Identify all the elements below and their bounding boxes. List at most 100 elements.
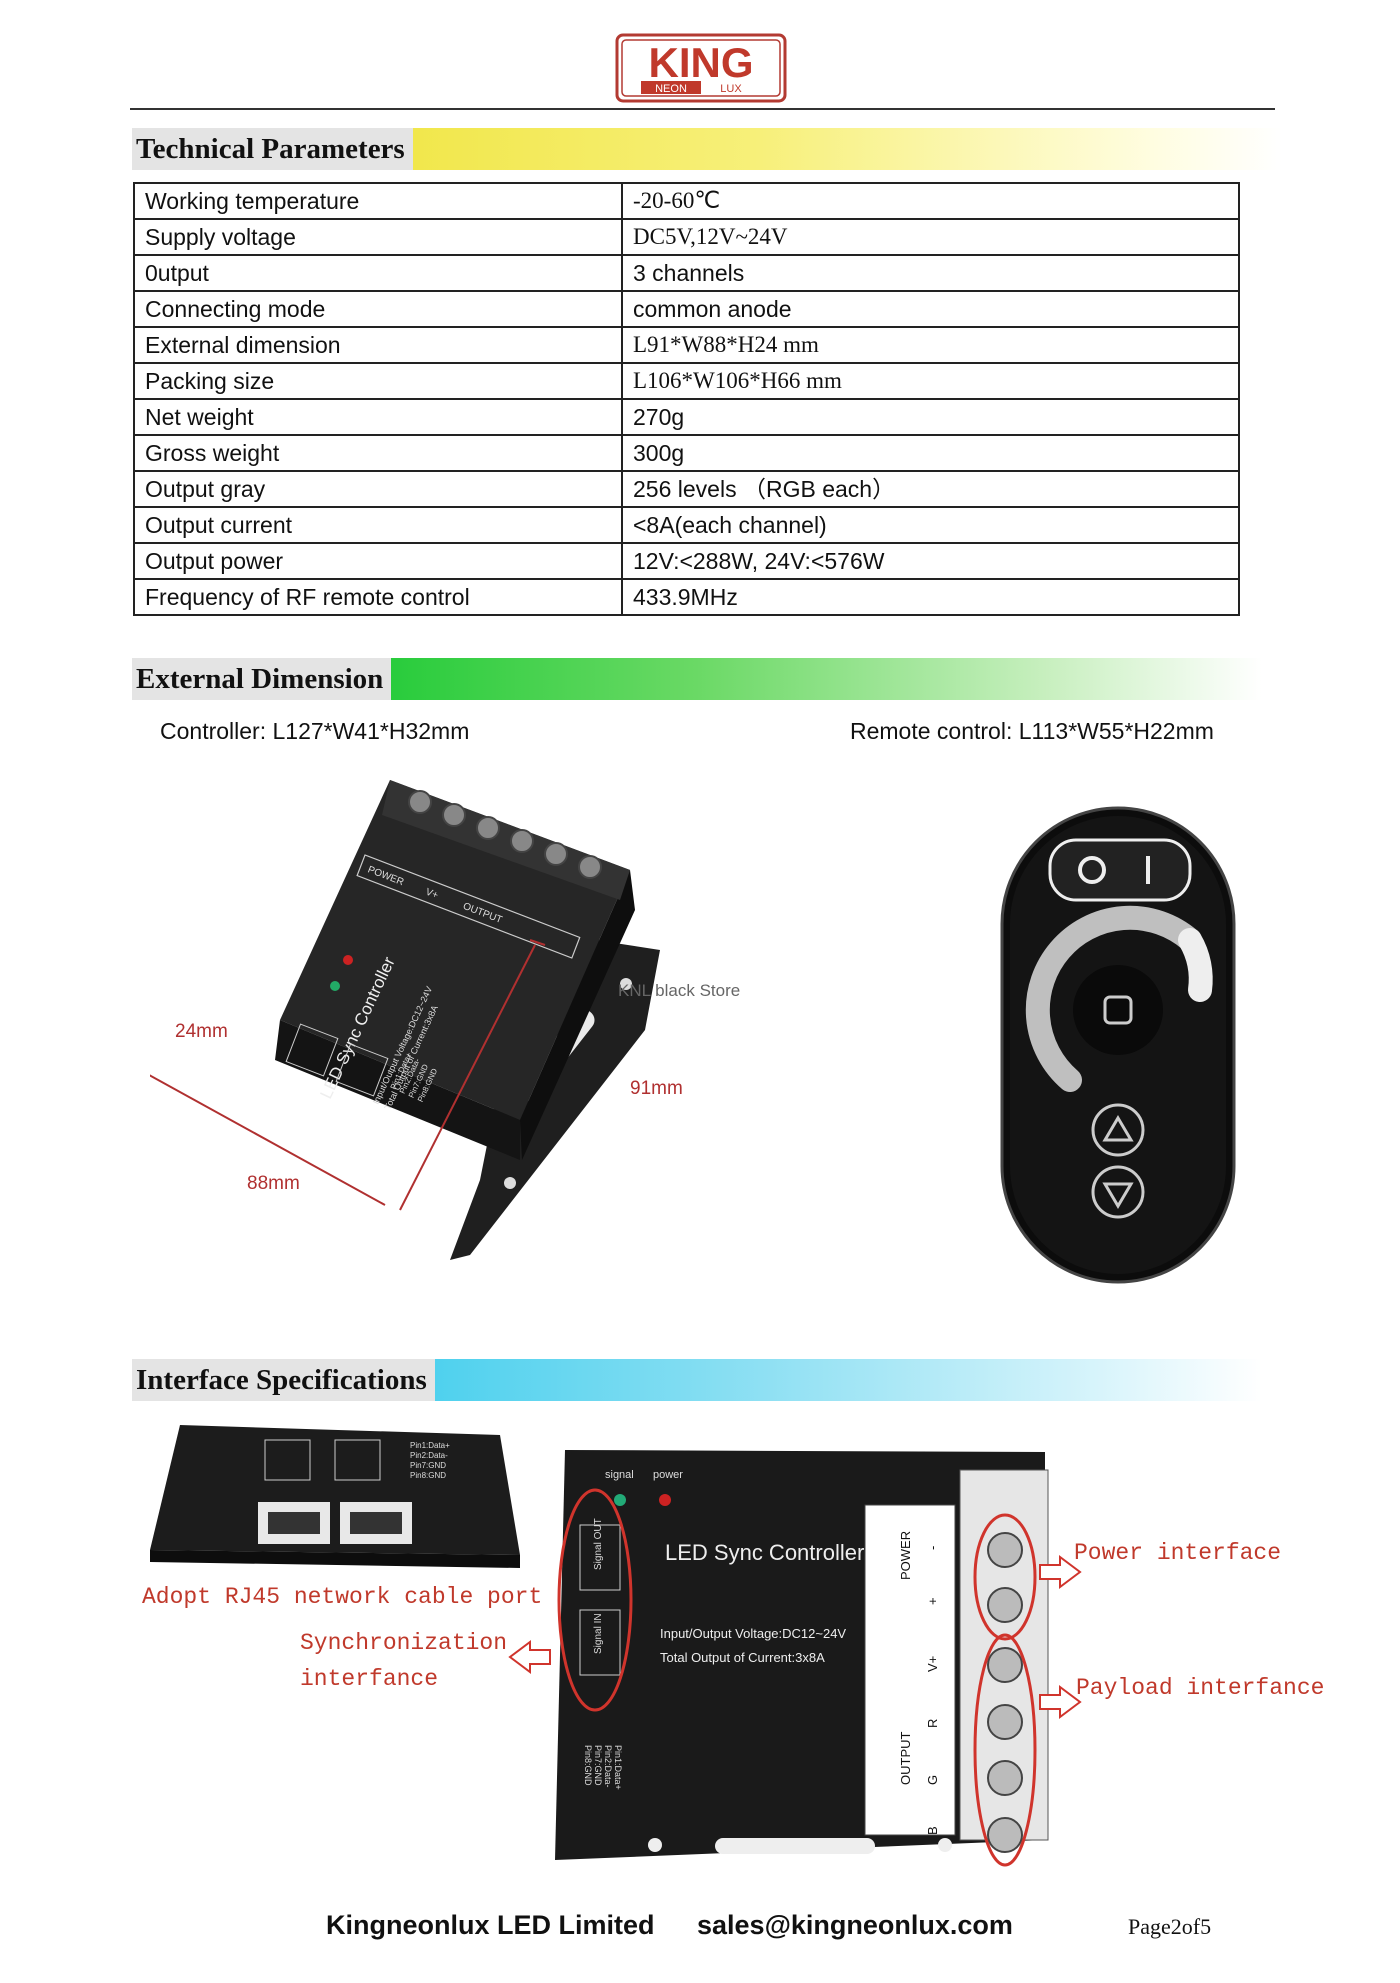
- power-led: [659, 1494, 671, 1506]
- controller-top-view-photo: POWER - + V+ R G B OUTPUT signal power L…: [508, 1450, 1082, 1867]
- section-title-interface: Interface Specifications: [132, 1359, 435, 1401]
- power-arrow-icon: [1039, 1555, 1082, 1589]
- top-output-label: OUTPUT: [898, 1732, 913, 1786]
- top-vplus-label: V+: [925, 1656, 940, 1672]
- footer-email[interactable]: sales@kingneonlux.com: [697, 1910, 1013, 1940]
- top-r-label: R: [925, 1719, 940, 1728]
- svg-text:Pin8:GND: Pin8:GND: [410, 1471, 446, 1480]
- spec-label: Working temperature: [133, 182, 623, 220]
- signal-led: [614, 1494, 626, 1506]
- power-interface-label: Power interface: [1074, 1540, 1282, 1566]
- sync-label-line1: Synchronization: [300, 1630, 508, 1656]
- triangle-up-icon: [1102, 1115, 1134, 1142]
- watermark: KNL black Store: [618, 981, 740, 1000]
- spec-value: <8A(each channel): [621, 506, 1240, 544]
- center-button-icon[interactable]: [1103, 995, 1133, 1025]
- controller-photo: POWER V+ OUTPUT LED Sync Controller Inpu…: [150, 780, 740, 1260]
- svg-text:Pin7:GND: Pin7:GND: [593, 1745, 603, 1786]
- spec-label: Connecting mode: [133, 290, 623, 328]
- up-button[interactable]: [1091, 1103, 1145, 1157]
- remote-caption: Remote control: L113*W55*H22mm: [850, 718, 1214, 744]
- spec-row: Output current<8A(each channel): [133, 506, 1240, 544]
- spec-label: 0utput: [133, 254, 623, 292]
- spec-row: Working temperature-20-60℃: [133, 182, 1240, 220]
- top-voltage: Input/Output Voltage:DC12~24V: [660, 1626, 846, 1641]
- footer-page-number: Page2of5: [1128, 1914, 1212, 1939]
- payload-arrow-icon: [1039, 1685, 1082, 1719]
- dim-length-label: 91mm: [630, 1078, 683, 1099]
- spec-label: Net weight: [133, 398, 623, 436]
- section-header-technical: Technical Parameters: [132, 126, 1282, 172]
- svg-text:Pin1:Data+: Pin1:Data+: [613, 1745, 623, 1790]
- top-g-label: G: [925, 1775, 940, 1785]
- spec-label: External dimension: [133, 326, 623, 364]
- mount-flange: [450, 930, 660, 1260]
- power-small-label: power: [653, 1469, 683, 1481]
- svg-text:Pin2:Data-: Pin2:Data-: [410, 1451, 448, 1460]
- payload-interface-label: Payload interfance: [1076, 1675, 1325, 1701]
- spec-label: Packing size: [133, 362, 623, 400]
- signal-out-label: Signal OUT: [593, 1518, 604, 1570]
- down-button[interactable]: [1091, 1165, 1145, 1219]
- top-title: LED Sync Controller: [665, 1540, 864, 1565]
- sync-arrow-icon: [508, 1640, 551, 1674]
- spec-value: 433.9MHz: [621, 578, 1240, 616]
- section-header-external: External Dimension: [132, 656, 1262, 702]
- svg-text:Pin1:Data+: Pin1:Data+: [410, 1441, 450, 1450]
- sync-interface-highlight: [557, 1488, 633, 1712]
- terminal-screws: [987, 1532, 1023, 1853]
- king-neon-lux-logo: KING NEON LUX: [615, 33, 787, 103]
- spec-label: Output current: [133, 506, 623, 544]
- spec-label: Gross weight: [133, 434, 623, 472]
- dim-line-length: [399, 944, 536, 1211]
- touch-dial-ring[interactable]: [1025, 905, 1202, 1092]
- section-title-external: External Dimension: [132, 658, 392, 700]
- payload-interface-highlight: [973, 1633, 1037, 1867]
- spec-value: 12V:<288W, 24V:<576W: [621, 542, 1240, 580]
- spec-value: 300g: [621, 434, 1240, 472]
- power-switch[interactable]: [1048, 838, 1192, 902]
- spec-label: Frequency of RF remote control: [133, 578, 623, 616]
- svg-text:Pin7:GND: Pin7:GND: [410, 1461, 446, 1470]
- signal-in-port-icon: [579, 1609, 621, 1676]
- top-plus-label: +: [925, 1597, 940, 1605]
- logo-brand: KING: [649, 39, 754, 86]
- sync-label-line2: interfance: [300, 1666, 439, 1692]
- section-title-technical: Technical Parameters: [132, 128, 413, 170]
- spec-value: 3 channels: [621, 254, 1240, 292]
- logo-sub-left: NEON: [655, 83, 687, 95]
- dim-line-width: [150, 1074, 386, 1206]
- spec-value: 270g: [621, 398, 1240, 436]
- logo-sub-right: LUX: [720, 83, 742, 95]
- signal-out-port-icon: [579, 1524, 621, 1591]
- ctrl-vplus-label: V+: [424, 887, 440, 902]
- triangle-down-icon: [1102, 1182, 1134, 1209]
- signal-in-label: Signal IN: [593, 1613, 604, 1654]
- top-power-label: POWER: [898, 1531, 913, 1580]
- signal-small-label: signal: [605, 1469, 634, 1481]
- section-bar-blue: [434, 1359, 1262, 1401]
- dim-height-label: 24mm: [175, 1021, 228, 1042]
- spec-label: Output gray: [133, 470, 623, 508]
- top-minus-label: -: [925, 1546, 940, 1550]
- spec-value: DC5V,12V~24V: [621, 218, 1240, 256]
- svg-text:Pin2:Data-: Pin2:Data-: [603, 1745, 613, 1788]
- section-bar-green: [391, 658, 1262, 700]
- power-interface-highlight: [973, 1513, 1037, 1641]
- controller-caption: Controller: L127*W41*H32mm: [160, 718, 470, 744]
- top-b-label: B: [925, 1826, 940, 1835]
- spec-label: Output power: [133, 542, 623, 580]
- dim-width-label: 88mm: [247, 1173, 300, 1194]
- spec-value: common anode: [621, 290, 1240, 328]
- footer-company: Kingneonlux LED Limited: [326, 1910, 655, 1940]
